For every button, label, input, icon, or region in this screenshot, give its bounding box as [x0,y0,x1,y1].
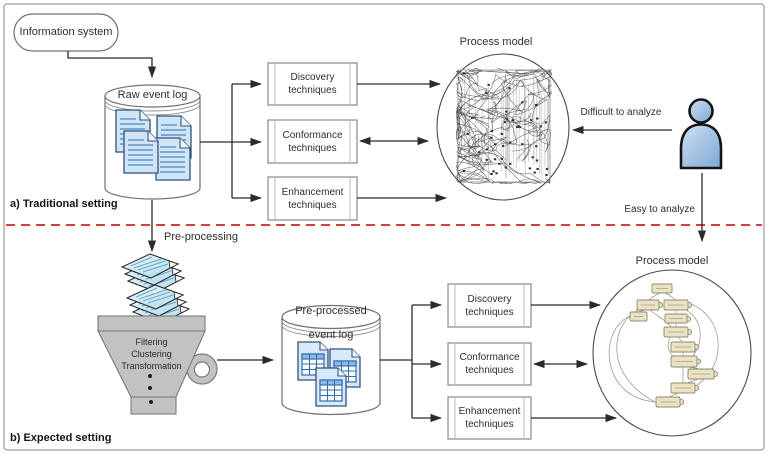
preprocessed-log-label-2: event log [308,329,354,341]
technique-boxes-expected [447,283,532,440]
flow-line [200,84,233,198]
easy-to-analyze-label: Easy to analyze [624,204,695,215]
enhancement-box-label: Enhancement techniques [268,177,357,220]
funnel-steps-label: Filtering Clustering Transformation [101,336,202,372]
enhancement-line1: Enhancement [281,186,344,198]
raw-event-log-label: Raw event log [117,89,188,101]
flow-arrow [67,51,157,79]
information-system-shape [13,13,119,52]
flow-line [380,305,413,418]
enhancement-line2: techniques [288,199,337,211]
discovery2-line2: techniques [465,306,514,318]
enhancement-box-label-2: Enhancement techniques [448,397,531,439]
technique-boxes-traditional [267,62,358,221]
discovery-box-label-2: Discovery techniques [448,284,531,327]
person-icon [679,98,723,170]
funnel-step-transformation: Transformation [121,361,182,371]
process-model-top-label: Process model [459,36,533,48]
enhancement2-line1: Enhancement [458,406,521,417]
discovery2-line1: Discovery [467,293,512,305]
conformance-line2: techniques [288,142,337,154]
conformance-box-label-2: Conformance techniques [448,343,531,385]
preprocessed-log-cylinder-icon [281,304,381,416]
raw-event-log-cylinder-icon [104,84,201,200]
funnel-step-filtering: Filtering [135,337,168,347]
difficult-to-analyze-label: Difficult to analyze [580,107,662,118]
structured-process-model-icon [592,269,752,437]
discovery-line1: Discovery [290,72,335,83]
discovery-line2: techniques [288,85,337,96]
preprocessing-label: Pre-processing [164,231,238,243]
conformance-line1: Conformance [282,129,343,141]
funnel-step-clustering: Clustering [131,349,172,359]
section-b-label: b) Expected setting [10,432,112,444]
enhancement2-line2: techniques [465,419,514,430]
spaghetti-process-model-icon [436,53,570,201]
conformance-box-label: Conformance techniques [268,120,357,163]
discovery-box-label: Discovery techniques [268,63,357,105]
preprocessed-log-label-1: Pre-processed [295,305,367,317]
section-a-label: a) Traditional setting [10,198,118,210]
process-model-bottom-label: Process model [635,255,709,267]
conformance2-line2: techniques [465,365,514,376]
conformance2-line1: Conformance [459,352,520,363]
information-system-label: Information system [19,26,113,38]
funnel-icon [97,315,218,415]
